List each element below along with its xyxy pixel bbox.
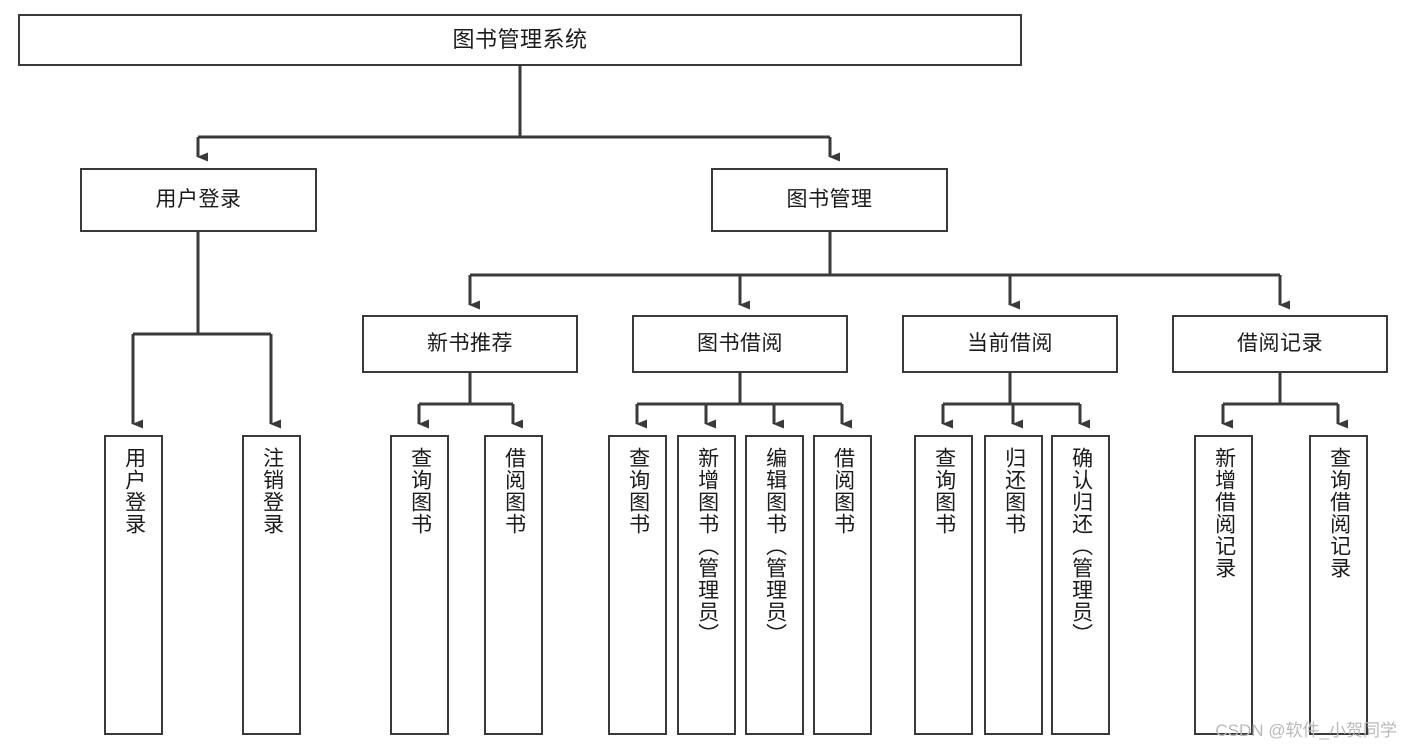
- leaf-book-borrow-query-book[interactable]: 查询图书: [608, 435, 667, 735]
- leaf-book-borrow-borrow-book[interactable]: 借阅图书: [813, 435, 872, 735]
- leaf-new-book-borrow-book[interactable]: 借阅图书: [484, 435, 543, 735]
- node-label: 借阅图书: [502, 447, 526, 535]
- node-label: 新增借阅记录: [1212, 447, 1236, 579]
- node-label: 图书管理: [786, 188, 873, 212]
- leaf-current-borrow-return-book[interactable]: 归还图书: [984, 435, 1043, 735]
- node-label: 查询图书: [408, 447, 432, 535]
- node-label: 注销登录: [260, 447, 284, 535]
- node-label: 借阅图书: [831, 447, 855, 535]
- leaf-user-login-logout[interactable]: 注销登录: [242, 435, 301, 735]
- leaf-user-login-login[interactable]: 用户登录: [104, 435, 163, 735]
- leaf-book-borrow-edit-book-admin[interactable]: 编辑图书（管理员）: [745, 435, 804, 735]
- node-label: 用户登录: [122, 447, 146, 535]
- node-borrow-record[interactable]: 借阅记录: [1172, 315, 1388, 373]
- node-label: 图书借阅: [697, 332, 783, 356]
- node-current-borrow[interactable]: 当前借阅: [902, 315, 1118, 373]
- node-label: 新增图书（管理员）: [695, 447, 719, 645]
- node-label: 图书管理系统: [452, 26, 588, 52]
- leaf-book-borrow-add-book-admin[interactable]: 新增图书（管理员）: [677, 435, 736, 735]
- node-label: 查询图书: [626, 447, 650, 535]
- node-label: 新书推荐: [427, 332, 513, 356]
- leaf-current-borrow-confirm-return-admin[interactable]: 确认归还（管理员）: [1051, 435, 1110, 735]
- node-root-book-management-system[interactable]: 图书管理系统: [18, 14, 1022, 66]
- node-user-login[interactable]: 用户登录: [80, 168, 317, 232]
- node-label: 查询图书: [932, 447, 956, 535]
- node-book-management[interactable]: 图书管理: [711, 168, 948, 232]
- node-label: 当前借阅: [967, 332, 1053, 356]
- node-label: 编辑图书（管理员）: [763, 447, 787, 645]
- node-book-borrow[interactable]: 图书借阅: [632, 315, 848, 373]
- watermark-text: CSDN @软件_小贺同学: [1215, 721, 1397, 740]
- node-label: 归还图书: [1002, 447, 1026, 535]
- node-label: 确认归还（管理员）: [1069, 447, 1093, 645]
- leaf-borrow-record-query-record[interactable]: 查询借阅记录: [1309, 435, 1368, 735]
- leaf-new-book-query-book[interactable]: 查询图书: [390, 435, 449, 735]
- node-new-book-recommend[interactable]: 新书推荐: [362, 315, 578, 373]
- node-label: 借阅记录: [1237, 332, 1323, 356]
- node-label: 用户登录: [155, 188, 242, 212]
- node-label: 查询借阅记录: [1327, 447, 1351, 579]
- leaf-current-borrow-query-book[interactable]: 查询图书: [914, 435, 973, 735]
- leaf-borrow-record-add-record[interactable]: 新增借阅记录: [1194, 435, 1253, 735]
